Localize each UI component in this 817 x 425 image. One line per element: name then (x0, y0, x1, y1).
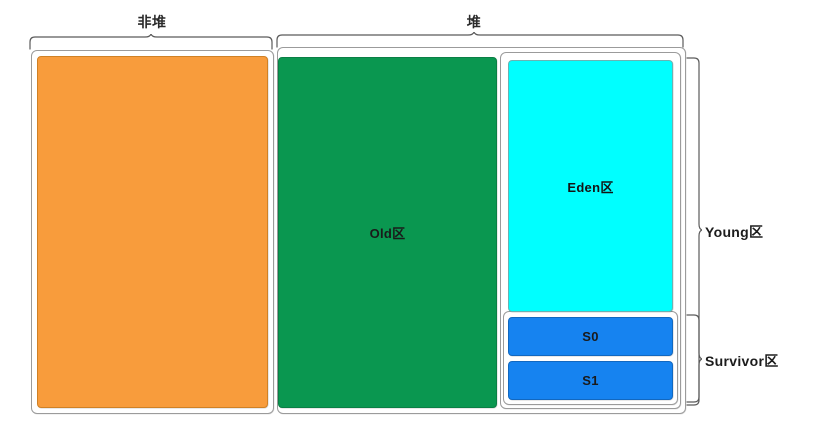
region-label-s0: S0 (582, 329, 599, 344)
group-label-non-heap: 非堆 (137, 14, 167, 30)
group-label-young: Young区 (705, 224, 764, 240)
brace-young (686, 57, 702, 403)
brace-heap (276, 32, 684, 48)
region-s0[interactable]: S0 (508, 317, 673, 356)
group-label-heap: 堆 (466, 14, 482, 30)
region-old[interactable]: Old区 (278, 57, 497, 408)
region-eden[interactable]: Eden区 (508, 60, 673, 312)
group-label-survivor: Survivor区 (705, 353, 779, 369)
region-non-heap[interactable] (37, 56, 268, 408)
region-label-old: Old区 (369, 226, 406, 241)
region-s1[interactable]: S1 (508, 361, 673, 400)
region-label-eden: Eden区 (567, 179, 614, 195)
brace-non-heap (29, 34, 273, 50)
region-label-s1: S1 (582, 373, 599, 388)
brace-survivor (686, 314, 702, 406)
